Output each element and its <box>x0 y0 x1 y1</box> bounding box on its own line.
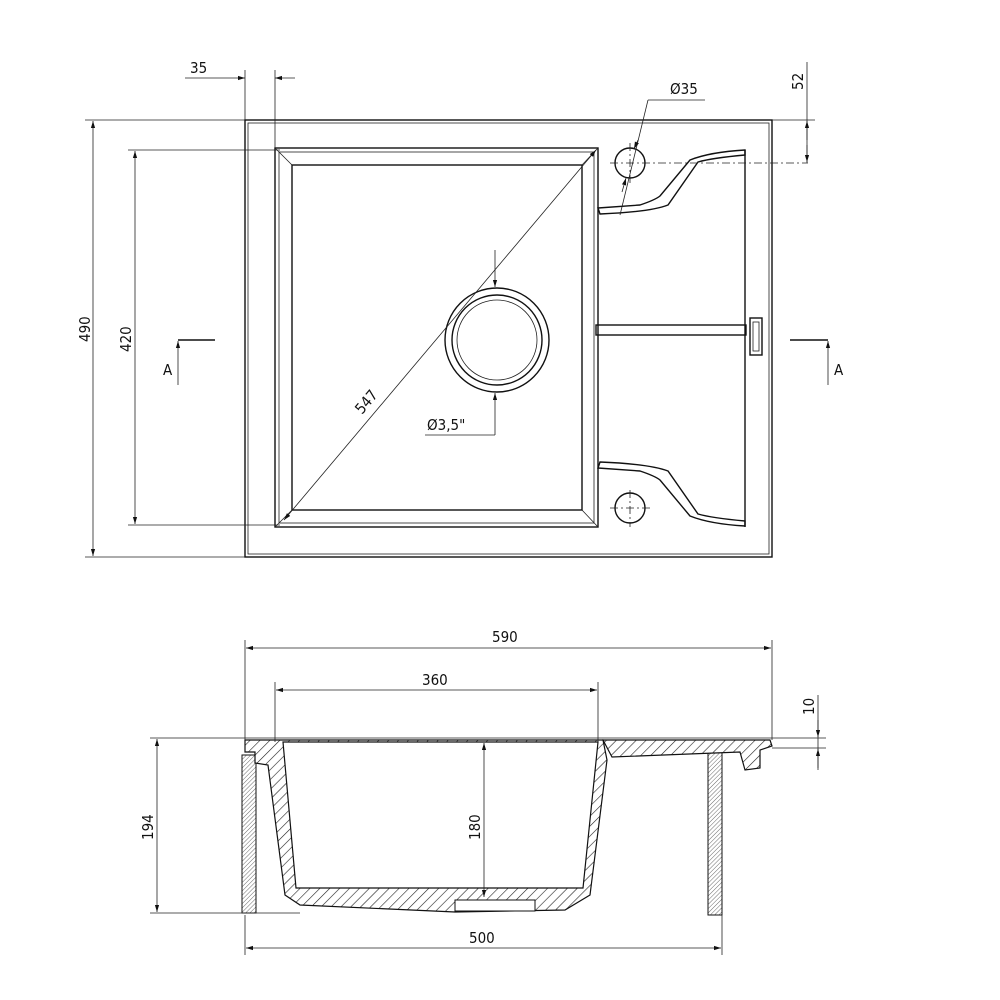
dim-label: 420 <box>117 326 135 352</box>
top-view: 35 52 Ø35 490 <box>76 59 844 558</box>
overflow-slot <box>749 317 763 356</box>
section-mark-right: A <box>790 339 844 385</box>
dimension-tap-hole: Ø35 <box>619 80 705 216</box>
dimension-bowl-depth: 420 <box>117 149 280 526</box>
dim-label: 35 <box>190 59 207 77</box>
drainboard <box>595 149 763 527</box>
dim-label: 194 <box>139 814 157 840</box>
tap-hole <box>610 143 808 183</box>
dim-label: Ø3,5" <box>427 416 465 434</box>
dim-label: 547 <box>351 386 381 417</box>
dim-label: 360 <box>422 671 448 689</box>
dimension-cabinet: 500 <box>244 915 723 955</box>
dimension-rim: 10 <box>150 695 826 770</box>
dimension-flange: 35 <box>185 59 295 148</box>
dimension-total-width: 590 <box>244 628 773 740</box>
bowl <box>274 147 599 528</box>
dim-label: 490 <box>76 316 94 342</box>
dimension-total-depth: 490 <box>76 119 245 558</box>
dim-label: 500 <box>469 929 495 947</box>
sink-outline <box>244 119 773 558</box>
svg-text:A: A <box>834 361 844 379</box>
dimension-bowl-width: 360 <box>274 671 599 742</box>
bowl-section <box>244 739 608 913</box>
dim-label: 52 <box>789 73 807 90</box>
dim-label: Ø35 <box>670 80 698 98</box>
dimension-tap-offset: 52 <box>772 62 815 163</box>
dim-label: 590 <box>492 628 518 646</box>
section-view: 590 360 10 194 180 <box>139 628 826 955</box>
dim-label: 10 <box>800 698 818 715</box>
drain <box>444 287 550 393</box>
tap-hole <box>610 490 650 527</box>
svg-text:A: A <box>163 361 173 379</box>
dimension-total-height: 194 <box>139 739 300 914</box>
cabinet-wall-left <box>241 754 257 914</box>
dim-label: 180 <box>466 814 484 840</box>
dimension-drain: Ø3,5" <box>425 250 498 436</box>
drainboard-section <box>602 739 773 771</box>
section-mark-left: A <box>163 339 215 385</box>
dimension-bowl-height: 180 <box>466 743 487 897</box>
cabinet-wall-right <box>707 751 723 916</box>
